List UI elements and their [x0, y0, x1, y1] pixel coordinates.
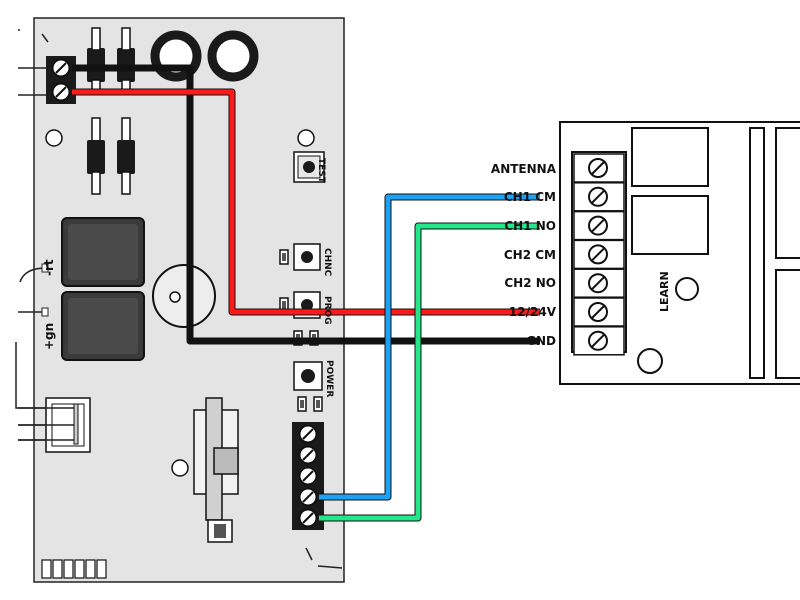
- terminal-label-ch1-no: CH1 NO: [504, 219, 556, 233]
- capacitor: [207, 30, 259, 82]
- screw-terminal: [296, 443, 320, 467]
- receiver-screw-slot: [591, 161, 605, 175]
- receiver-screw-slot: [591, 305, 605, 319]
- smd-component: [297, 396, 307, 412]
- mounting-hole: [171, 459, 189, 477]
- button-chnc[interactable]: [293, 243, 321, 271]
- plus-gn-label: +gn: [42, 322, 56, 350]
- terminal-label-gnd: GND: [526, 334, 556, 348]
- terminal-label-12-24v: 12/24V: [508, 305, 556, 319]
- terminal-label-antenna: ANTENNA: [490, 162, 556, 176]
- button-power-label: POWER: [324, 360, 334, 398]
- bottom-pin-row: [41, 559, 107, 579]
- receiver-screws: [573, 153, 625, 356]
- middle-diodes: [87, 117, 135, 195]
- button-power[interactable]: [293, 361, 323, 391]
- receiver-component: [775, 269, 800, 379]
- receiver-screw-slot: [591, 218, 605, 233]
- lead-tab: [41, 263, 49, 273]
- smd-component: [279, 249, 289, 265]
- receiver-screw-slot: [591, 247, 605, 262]
- terminal-label-ch2-cm: CH2 CM: [503, 248, 556, 262]
- receiver-component: [775, 127, 800, 259]
- learn-label: LEARN: [658, 271, 671, 312]
- wires: [62, 64, 540, 522]
- receiver-side-rail: [749, 127, 765, 379]
- terminal-label-ch2-no: CH2 NO: [504, 276, 556, 290]
- receiver-screw-slot: [591, 334, 605, 348]
- button-test[interactable]: [293, 151, 325, 183]
- receiver-module: [559, 121, 800, 385]
- terminal-label-ch1-cm: CH1 CM: [503, 190, 556, 204]
- learn-button[interactable]: [675, 277, 699, 301]
- button-test-label: TEST: [316, 158, 326, 183]
- minus-rt-label: -rt: [42, 259, 56, 276]
- screw-terminal: [296, 464, 320, 488]
- button-prog-label: PROG: [322, 296, 332, 325]
- button-chnc-label: CHNC: [322, 248, 332, 277]
- mounting-hole: [45, 129, 63, 147]
- screw-terminal: [296, 422, 320, 446]
- receiver-relay: [631, 127, 709, 187]
- mounting-hole: [297, 129, 315, 147]
- slide-switch: [193, 397, 239, 543]
- bottom-lead-wire: [305, 547, 343, 569]
- pin-connector: [18, 397, 91, 453]
- buzzer: [152, 264, 216, 328]
- lead-tab: [41, 307, 49, 317]
- receiver-relay: [631, 195, 709, 255]
- receiver-screw-slot: [591, 190, 605, 204]
- smd-component: [313, 396, 323, 412]
- wire-black-outline: [62, 64, 540, 345]
- receiver-screw-slot: [591, 276, 605, 290]
- receiver-mounting-hole: [637, 348, 663, 374]
